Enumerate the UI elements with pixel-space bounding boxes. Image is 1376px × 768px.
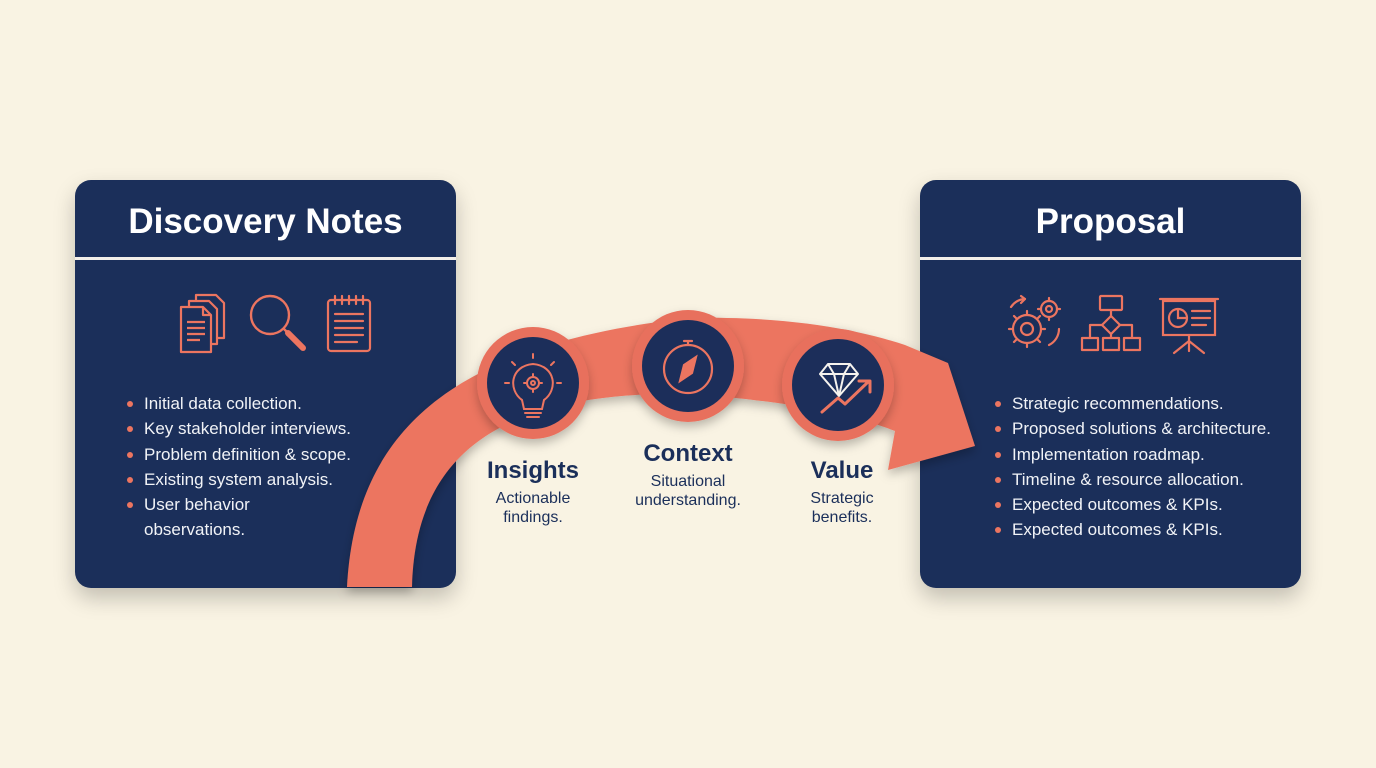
magnifier-icon <box>247 292 309 354</box>
list-item: Existing system analysis. <box>127 467 377 492</box>
list-item: Initial data collection. <box>127 391 377 416</box>
stage-name-context: Context <box>643 440 733 467</box>
stage-name-value: Value <box>810 457 874 484</box>
list-item: Problem definition & scope. <box>127 442 377 467</box>
gears-icon <box>1003 293 1065 353</box>
proposal-card <box>920 180 1301 588</box>
stage-badge-insights <box>477 327 589 439</box>
diamond-growth-icon <box>819 363 872 414</box>
stage-name-insights: Insights <box>486 457 579 484</box>
list-item: Expected outcomes & KPIs. <box>995 517 1295 542</box>
list-item: Implementation roadmap. <box>995 442 1295 467</box>
presentation-icon <box>1158 295 1220 355</box>
list-item: Key stakeholder interviews. <box>127 416 377 441</box>
stage-badge-value <box>782 329 894 441</box>
documents-icon <box>178 292 232 354</box>
stage-desc-context: Situational understanding. <box>635 473 741 509</box>
proposal-divider <box>920 257 1301 260</box>
discovery-notes-title: Discovery Notes <box>128 202 403 241</box>
stage-desc-value: Strategic benefits. <box>810 490 874 526</box>
proposal-bullet-list: Strategic recommendations. Proposed solu… <box>995 391 1295 543</box>
discovery-bullet-list: Initial data collection. Key stakeholder… <box>127 391 377 543</box>
discovery-divider <box>75 257 456 260</box>
list-item: Strategic recommendations. <box>995 391 1295 416</box>
stage-desc-insights: Actionable findings. <box>495 490 571 526</box>
list-item: User behavior observations. <box>127 492 284 543</box>
proposal-title: Proposal <box>1035 202 1186 241</box>
compass-icon <box>662 339 714 395</box>
list-item: Expected outcomes & KPIs. <box>995 492 1295 517</box>
list-item: Timeline & resource allocation. <box>995 467 1295 492</box>
list-item: Proposed solutions & architecture. <box>995 416 1295 441</box>
lightbulb-gear-icon <box>504 353 562 418</box>
notepad-icon <box>325 294 373 354</box>
flowchart-icon <box>1080 294 1142 354</box>
